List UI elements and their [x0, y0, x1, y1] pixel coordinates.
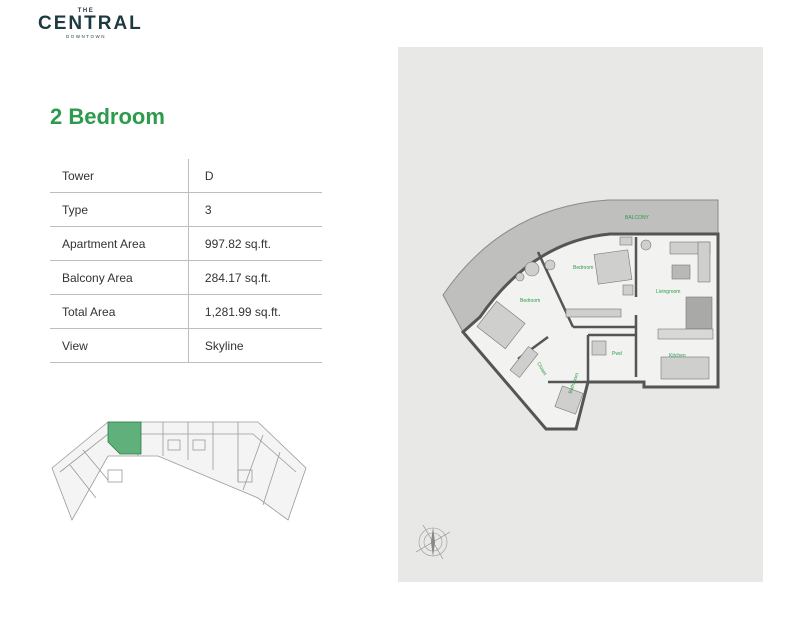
spec-label: View	[50, 328, 189, 363]
floor-plan-drawing: BALCONY Bedroom Bedroom Livingroom Close…	[442, 199, 720, 431]
furniture	[476, 236, 714, 415]
room-label-bedroom-1: Bedroom	[573, 265, 593, 271]
compass-icon	[415, 524, 451, 560]
room-label-powder: Pwd	[612, 351, 622, 357]
spec-value: 3	[187, 192, 322, 227]
logo-top-text: THE	[77, 8, 95, 14]
spec-value: 997.82 sq.ft.	[187, 226, 322, 261]
key-plan-diagram	[51, 421, 307, 521]
spec-value: Skyline	[187, 328, 322, 363]
spec-value: D	[187, 159, 322, 193]
spec-row-type: Type 3	[50, 192, 322, 227]
spec-label: Total Area	[50, 294, 189, 329]
floor-plan-panel: BALCONY Bedroom Bedroom Livingroom Close…	[398, 47, 763, 582]
spec-row-view: View Skyline	[50, 328, 322, 363]
brand-logo: THE CENTRAL DOWNTOWN	[38, 8, 143, 39]
room-label-livingroom: Livingroom	[656, 289, 680, 295]
key-plan-outline	[51, 421, 307, 521]
room-label-bedroom-2: Bedroom	[520, 298, 540, 304]
spec-label: Type	[50, 192, 189, 227]
apartment-floor	[460, 232, 720, 431]
spec-row-balcony-area: Balcony Area 284.17 sq.ft.	[50, 260, 322, 295]
spec-row-total-area: Total Area 1,281.99 sq.ft.	[50, 294, 322, 329]
highlighted-unit	[107, 421, 142, 455]
room-label-balcony: BALCONY	[625, 215, 650, 221]
spec-label: Balcony Area	[50, 260, 189, 295]
spec-value: 1,281.99 sq.ft.	[187, 294, 322, 329]
spec-row-apartment-area: Apartment Area 997.82 sq.ft.	[50, 226, 322, 261]
page-title: 2 Bedroom	[50, 104, 165, 129]
specs-table: Tower D Type 3 Apartment Area 997.82 sq.…	[50, 159, 322, 363]
logo-main-text: CENTRAL	[38, 13, 143, 34]
logo-sub-text: DOWNTOWN	[66, 34, 106, 39]
spec-label: Tower	[50, 159, 189, 193]
room-label-kitchen: Kitchen	[669, 353, 686, 359]
spec-row-tower: Tower D	[50, 159, 322, 193]
spec-value: 284.17 sq.ft.	[187, 260, 322, 295]
spec-label: Apartment Area	[50, 226, 189, 261]
